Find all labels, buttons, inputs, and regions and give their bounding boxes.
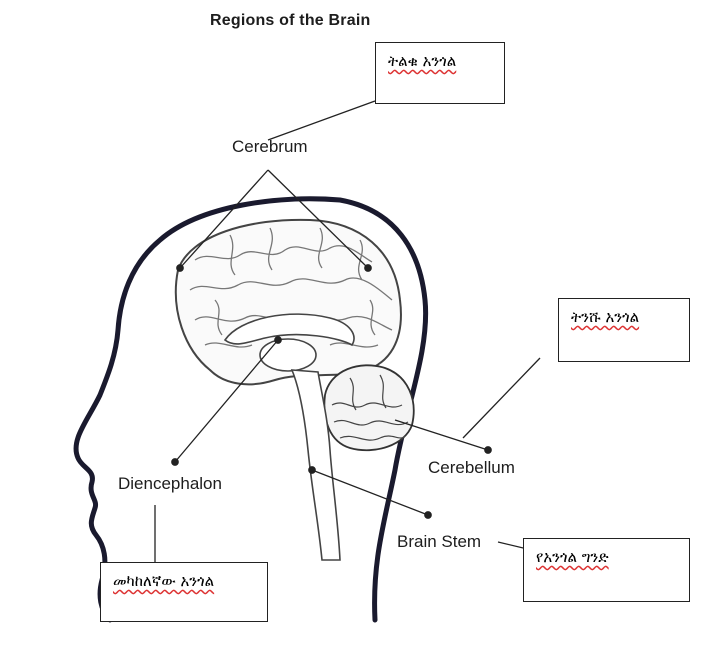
diagram-title: Regions of the Brain <box>210 12 371 29</box>
translation-diencephalon: መካከለኛው አንጎል <box>113 572 215 590</box>
label-diencephalon: Diencephalon <box>118 474 222 493</box>
brain-stem-shape <box>290 369 341 561</box>
diencephalon-shape <box>259 338 317 372</box>
label-cerebrum: Cerebrum <box>232 137 308 156</box>
translation-box-diencephalon: መካከለኛው አንጎል <box>100 562 268 622</box>
translation-box-brain-stem: የአንጎል ግንድ <box>523 538 690 602</box>
translation-brain-stem: የአንጎል ግንድ <box>536 548 609 566</box>
translation-cerebellum: ትንሹ አንጎል <box>571 308 640 326</box>
label-brain-stem: Brain Stem <box>397 532 482 551</box>
translation-box-cerebrum: ትልቁ አንጎል <box>375 42 505 104</box>
pointer-lines <box>154 100 541 563</box>
cerebrum-shape <box>174 218 402 386</box>
head-outline <box>73 196 429 623</box>
translation-box-cerebellum: ትንሹ አንጎል <box>558 298 690 362</box>
cerebellum-shape <box>323 364 415 452</box>
label-cerebellum: Cerebellum <box>428 458 515 477</box>
translation-cerebrum: ትልቁ አንጎል <box>388 52 457 70</box>
